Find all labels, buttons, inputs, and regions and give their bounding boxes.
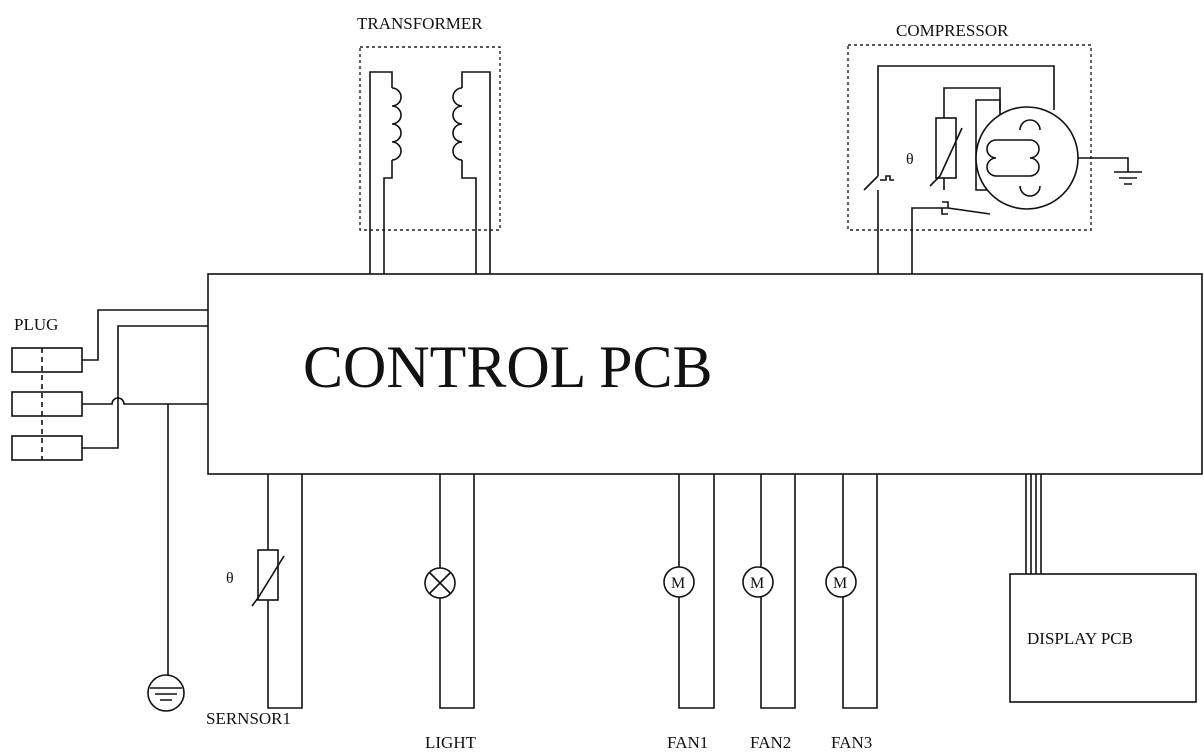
fan3-motor-symbol: M bbox=[833, 575, 847, 592]
fan2-label: FAN2 bbox=[750, 733, 791, 752]
plug-ground-icon bbox=[147, 404, 185, 712]
display-pcb-box bbox=[1009, 573, 1197, 703]
display-pcb-wires bbox=[1025, 474, 1042, 574]
sensor-label: SERNSOR1 bbox=[206, 709, 291, 728]
transformer-secondary-winding bbox=[452, 71, 491, 274]
light-label: LIGHT bbox=[425, 733, 477, 752]
transformer-primary-winding bbox=[369, 71, 402, 274]
fan1-motor: M bbox=[663, 474, 715, 709]
sensor-thermistor: θ bbox=[226, 474, 303, 709]
compressor-box bbox=[847, 44, 1092, 231]
fan2-motor: M bbox=[742, 474, 796, 709]
fan1-motor-symbol: M bbox=[671, 575, 685, 592]
plug-label: PLUG bbox=[14, 315, 58, 334]
transformer-box bbox=[359, 46, 501, 231]
fan3-label: FAN3 bbox=[831, 733, 872, 752]
fan2-motor-symbol: M bbox=[750, 575, 764, 592]
compressor-label: COMPRESSOR bbox=[896, 21, 1009, 40]
compressor-ground-icon bbox=[1078, 157, 1142, 185]
control-pcb-box bbox=[207, 273, 1203, 475]
display-pcb-label: DISPLAY PCB bbox=[1027, 629, 1133, 648]
transformer-label: TRANSFORMER bbox=[357, 14, 483, 33]
compressor-motor bbox=[975, 106, 1079, 210]
light-lamp-icon bbox=[424, 474, 475, 709]
compressor-theta-symbol: θ bbox=[906, 151, 914, 168]
sensor-theta-symbol: θ bbox=[226, 570, 234, 587]
compressor-ptc: θ bbox=[906, 117, 963, 187]
fan1-label: FAN1 bbox=[667, 733, 708, 752]
fan3-motor: M bbox=[825, 474, 878, 709]
control-pcb-label: CONTROL PCB bbox=[303, 334, 713, 400]
plug-connector bbox=[11, 309, 208, 461]
